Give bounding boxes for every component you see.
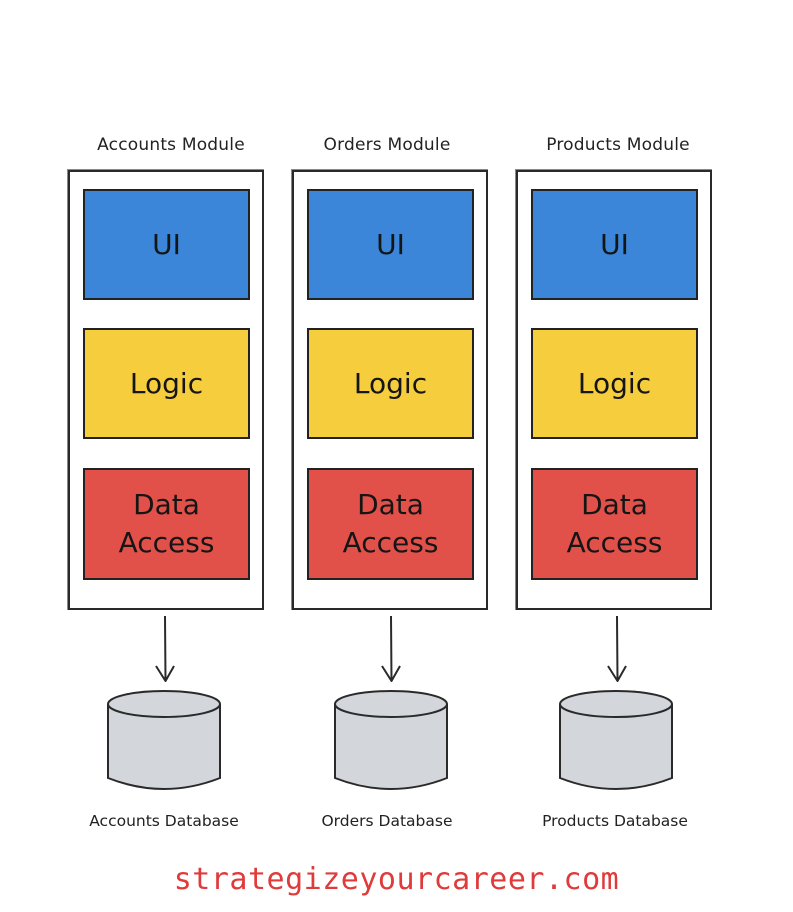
- footer-url: strategizeyourcareer.com: [173, 862, 620, 897]
- module-title-products: Products Module: [546, 135, 690, 155]
- orders-data-access-layer: Data Access: [307, 468, 474, 580]
- products-data-line2: Access: [566, 526, 663, 559]
- products-data-line1: Data: [581, 488, 648, 521]
- products-database-icon: [559, 690, 673, 790]
- products-logic-layer: Logic: [531, 328, 698, 439]
- products-data-access-layer: Data Access: [531, 468, 698, 580]
- module-title-orders: Orders Module: [323, 135, 451, 155]
- orders-logic-layer: Logic: [307, 328, 474, 439]
- accounts-database-label: Accounts Database: [89, 812, 239, 830]
- accounts-database-icon: [107, 690, 221, 790]
- products-arrow-icon: [607, 615, 627, 682]
- orders-module: UI Logic Data Access: [291, 169, 488, 610]
- accounts-logic-layer: Logic: [83, 328, 250, 439]
- accounts-arrow-icon: [155, 615, 175, 682]
- orders-database-icon: [334, 690, 448, 790]
- products-module: UI Logic Data Access: [515, 169, 712, 610]
- products-ui-layer: UI: [531, 189, 698, 300]
- accounts-data-line1: Data: [133, 488, 200, 521]
- accounts-ui-layer: UI: [83, 189, 250, 300]
- accounts-data-line2: Access: [118, 526, 215, 559]
- orders-ui-layer: UI: [307, 189, 474, 300]
- accounts-data-access-layer: Data Access: [83, 468, 250, 580]
- orders-data-line1: Data: [357, 488, 424, 521]
- orders-database-label: Orders Database: [321, 812, 453, 830]
- orders-arrow-icon: [381, 615, 401, 682]
- orders-data-line2: Access: [342, 526, 439, 559]
- accounts-module: UI Logic Data Access: [67, 169, 264, 610]
- module-title-accounts: Accounts Module: [97, 135, 245, 155]
- products-database-label: Products Database: [542, 812, 688, 830]
